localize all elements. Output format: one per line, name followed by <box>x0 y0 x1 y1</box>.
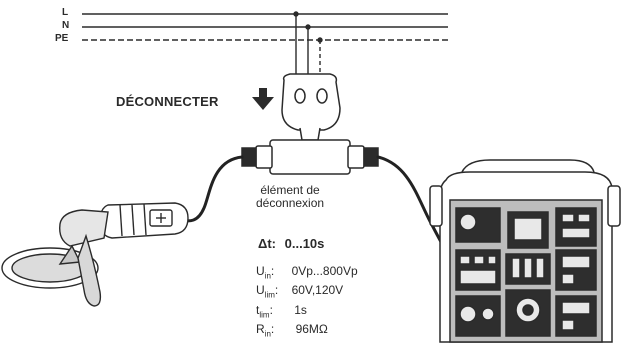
spec-row: tlim: 1s <box>256 302 307 320</box>
delta-t-label: Δt: <box>258 236 277 251</box>
spec-value: 1s <box>294 302 307 317</box>
delta-t-value: 0...10s <box>284 236 325 251</box>
line-label-n: N <box>62 20 70 31</box>
delta-t-text: Δt: 0...10s <box>258 236 324 251</box>
spec-row: Ulim: 60V,120V <box>256 283 344 300</box>
angle-grinder-illustration <box>1 202 189 307</box>
spec-value: 0Vp...800Vp <box>291 264 358 278</box>
spec-list: Uin: 0Vp...800Vp Ulim: 60V,120V tlim: 1s… <box>256 264 358 342</box>
down-arrow-icon <box>252 88 274 110</box>
bus-lines <box>82 13 448 41</box>
spec-row: Uin: 0Vp...800Vp <box>256 264 358 281</box>
spec-value: 96MΩ <box>295 322 328 337</box>
disconnect-label: DÉCONNECTER <box>116 94 219 109</box>
tester-instrument <box>429 159 621 343</box>
wall-plug <box>281 73 341 141</box>
disconnection-element <box>241 139 379 175</box>
element-caption-line2: déconnexion <box>256 196 325 210</box>
spec-value: 60V,120V <box>291 283 344 298</box>
element-caption: élément de déconnexion <box>256 184 324 210</box>
plug-drops <box>293 11 323 78</box>
element-caption-line1: élément de <box>260 183 320 197</box>
line-label-l: L <box>62 7 69 18</box>
line-label-pe: PE <box>55 33 69 44</box>
spec-row: Rin: 96MΩ <box>256 322 328 339</box>
